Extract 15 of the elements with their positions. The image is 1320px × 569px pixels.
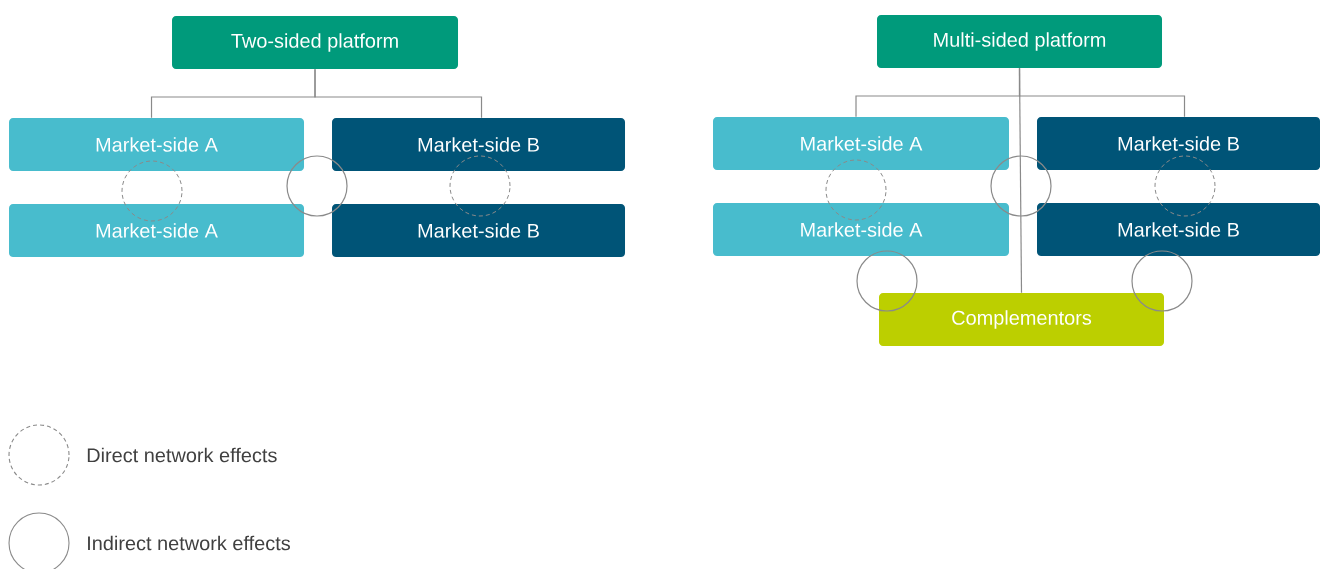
connector-line bbox=[1018, 67, 1023, 294]
box: Market-side A bbox=[713, 203, 1009, 256]
box: Market-side B bbox=[1037, 203, 1320, 256]
box: Multi-sided platform bbox=[877, 15, 1162, 68]
connector-line bbox=[314, 68, 483, 119]
legend-text: Indirect network effects bbox=[88, 535, 290, 551]
box: Market-side B bbox=[332, 204, 625, 257]
box: Market-side B bbox=[1037, 117, 1320, 170]
box: Market-side A bbox=[713, 117, 1009, 170]
legend-text: Direct network effects bbox=[87, 447, 277, 463]
box: Market-side A bbox=[9, 204, 304, 257]
box: Market-side B bbox=[332, 118, 625, 171]
box: Market-side A bbox=[9, 118, 304, 171]
box: Two-sided platform bbox=[172, 16, 458, 69]
box: Complementors bbox=[879, 293, 1164, 346]
